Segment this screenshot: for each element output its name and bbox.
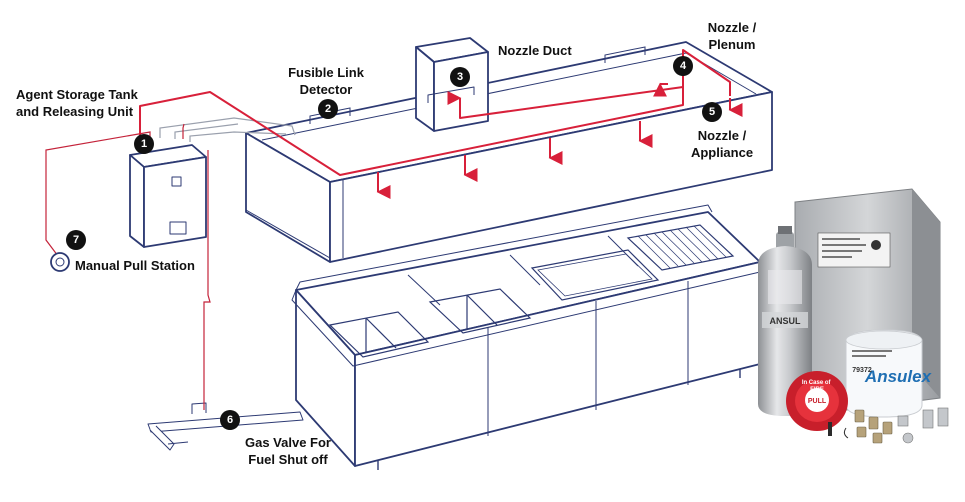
badge-1: 1	[134, 134, 154, 154]
pull-fire-line: In Case of	[802, 380, 832, 386]
label-gas-valve: Gas Valve For Fuel Shut off	[236, 434, 340, 468]
label-nozzle-appliance-line1: Nozzle /	[697, 128, 747, 143]
label-manual-pull: Manual Pull Station	[75, 258, 195, 273]
counter-divisions	[407, 235, 639, 306]
agent-distribution-pipe	[139, 49, 743, 199]
label-nozzle-appliance-line2: Appliance	[690, 145, 754, 160]
agent-cylinder: ANSUL	[758, 226, 812, 416]
detection-line	[159, 117, 296, 142]
badge-3: 3	[450, 67, 470, 87]
fryer-wells	[328, 288, 532, 358]
label-fusible-link: Fusible Link Detector	[280, 64, 372, 98]
label-gas-valve-line1: Gas Valve For	[245, 435, 331, 450]
pull-button-text: PULL	[808, 398, 827, 405]
label-fusible-link-line1: Fusible Link	[288, 65, 364, 80]
agent-container: Ansulex 79372	[845, 329, 933, 418]
label-agent-storage-line1: Agent Storage Tank	[16, 87, 138, 102]
pull-fire-line: FIRE	[810, 387, 824, 393]
cylinder-brand-text: ANSUL	[770, 316, 802, 326]
badge-2: 2	[318, 99, 338, 119]
agent-code-text: 79372	[852, 367, 872, 374]
pull-station-device: PULL In Case of FIRE	[786, 371, 848, 436]
label-nozzle-appliance: Nozzle / Appliance	[676, 127, 768, 161]
label-nozzle-plenum-line2: Plenum	[708, 37, 756, 52]
label-gas-valve-line2: Fuel Shut off	[248, 452, 328, 467]
label-agent-storage-line2: and Releasing Unit	[16, 104, 134, 119]
badge-7: 7	[66, 230, 86, 250]
manual-pull-station-icon	[50, 252, 70, 272]
nozzle-duct	[415, 37, 489, 132]
label-fusible-link-line2: Detector	[299, 82, 353, 97]
agent-storage-cabinet	[129, 144, 207, 248]
agent-brand-text: Ansulex	[864, 367, 933, 386]
label-nozzle-duct: Nozzle Duct	[498, 43, 572, 58]
cooking-counter	[291, 204, 761, 470]
nozzle-parts	[843, 407, 949, 444]
grill-grate	[626, 224, 735, 271]
label-nozzle-plenum-line1: Nozzle /	[707, 20, 757, 35]
pull-fire-text: In Case of FIRE	[802, 380, 832, 393]
label-nozzle-plenum: Nozzle / Plenum	[689, 19, 775, 53]
griddle	[530, 249, 660, 301]
label-agent-storage: Agent Storage Tank and Releasing Unit	[16, 86, 138, 120]
badge-5: 5	[702, 102, 722, 122]
badge-4: 4	[673, 56, 693, 76]
pull-station-cable	[45, 123, 211, 410]
badge-6: 6	[220, 410, 240, 430]
